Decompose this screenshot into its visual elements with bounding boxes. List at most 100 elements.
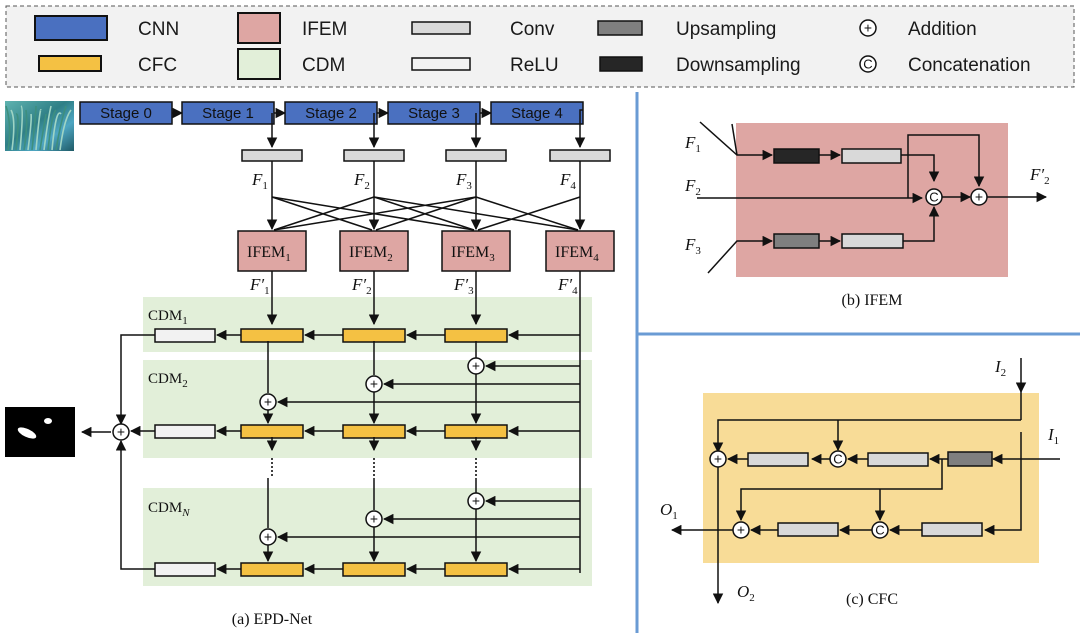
output-mask-image bbox=[5, 407, 75, 457]
legend-item-conv-label: Conv bbox=[510, 19, 555, 40]
cdm-label-1-subscript: 1 bbox=[182, 315, 188, 327]
legend-item-downsampling: Downsampling bbox=[599, 55, 801, 76]
cfc-concat-node-2-symbol: C bbox=[875, 523, 884, 538]
coral-strand bbox=[39, 113, 47, 151]
enhanced-feature-label-1: F′1 bbox=[249, 275, 270, 297]
caption-epd-net: (a) EPD-Net bbox=[232, 611, 313, 628]
cfc-input-i2: I2 bbox=[994, 357, 1006, 379]
coral-strand bbox=[43, 105, 52, 151]
addition-node-2-2-symbol: + bbox=[370, 376, 378, 392]
coral-strand bbox=[10, 109, 15, 151]
feature-label-f4-base: F bbox=[559, 170, 571, 189]
addition-node-2-3-symbol: + bbox=[264, 394, 272, 410]
cross-connection-3-1 bbox=[273, 196, 477, 231]
cfc-output-o1-base: O bbox=[660, 500, 672, 519]
cfc-block-1-1 bbox=[240, 328, 304, 343]
coral-strand bbox=[51, 112, 62, 151]
cfc-block-n-1 bbox=[240, 562, 304, 577]
enhanced-feature-label-2-subscript: 2 bbox=[366, 285, 372, 297]
cross-connection-2-1 bbox=[273, 196, 375, 231]
legend-item-cnn-label: CNN bbox=[138, 19, 179, 40]
legend-item-ifem: IFEM bbox=[237, 12, 347, 44]
legend-item-concatenation-label: Concatenation bbox=[908, 55, 1031, 76]
ifem-swatch bbox=[237, 12, 281, 44]
concatenation-icon-symbol: C bbox=[863, 57, 872, 72]
addition-node-2-1: + bbox=[467, 357, 485, 375]
addition-node-n-2: + bbox=[365, 510, 383, 528]
legend-item-addition-label: Addition bbox=[908, 19, 977, 40]
cfc-swatch bbox=[38, 55, 102, 72]
legend-item-relu-label: ReLU bbox=[510, 55, 559, 76]
relu-block-1 bbox=[154, 328, 216, 343]
ifem-add-node: + bbox=[970, 188, 988, 206]
ifem-add-node-symbol: + bbox=[975, 189, 983, 205]
legend-item-cdm: CDM bbox=[237, 48, 345, 80]
upsampling-block bbox=[773, 233, 820, 249]
cfc-conv-1 bbox=[867, 452, 929, 467]
cfc-block-2-2 bbox=[342, 424, 406, 439]
feature-label-f1-base: F bbox=[251, 170, 263, 189]
addition-node-2-2: + bbox=[365, 375, 383, 393]
enhanced-feature-label-4-subscript: 4 bbox=[572, 285, 578, 297]
legend-item-concatenation: C Concatenation bbox=[859, 55, 1031, 76]
caption-cfc: (c) CFC bbox=[846, 591, 898, 608]
cfc-block-1-2 bbox=[342, 328, 406, 343]
conv-bar-3 bbox=[445, 149, 507, 162]
cfc-concat-node-1: C bbox=[829, 450, 847, 468]
legend-item-downsampling-label: Downsampling bbox=[676, 55, 801, 76]
enhanced-feature-label-1-subscript: 1 bbox=[264, 285, 270, 297]
mask-blob bbox=[44, 418, 52, 424]
ifem-label-4-base: IFEM bbox=[555, 244, 593, 261]
ifem-input-f3-subscript: 3 bbox=[695, 245, 701, 257]
legend-box bbox=[5, 5, 1075, 88]
ifem-block-4 bbox=[545, 230, 615, 272]
feature-label-f1: F1 bbox=[251, 170, 268, 192]
cdm-label-2-subscript: 2 bbox=[182, 378, 188, 390]
coral-strand bbox=[55, 105, 67, 151]
f1-path bbox=[699, 121, 774, 161]
cfc-input-i1: I1 bbox=[1047, 425, 1059, 447]
ifem-input-f2-base: F bbox=[684, 176, 696, 195]
ifem-input-f1-base: F bbox=[684, 133, 696, 152]
legend: CNNCFCIFEMCDMConvReLUUpsamplingDownsampl… bbox=[5, 5, 1075, 88]
enhanced-feature-label-4-base: F′ bbox=[557, 275, 572, 294]
ifem-input-f2-subscript: 2 bbox=[695, 186, 701, 198]
legend-item-upsampling: Upsampling bbox=[597, 19, 776, 40]
cfc-conv-3 bbox=[921, 522, 983, 537]
cfc-add-node-1: + bbox=[709, 450, 727, 468]
legend-item-ifem-label: IFEM bbox=[302, 19, 347, 40]
ifem-label-2-subscript: 2 bbox=[387, 252, 393, 264]
coral-strand bbox=[27, 113, 32, 151]
coral-strand bbox=[31, 105, 37, 151]
i2-to-bottom bbox=[983, 432, 1022, 536]
ifem-input-f2: F2 bbox=[684, 176, 701, 198]
addition-node-n-3: + bbox=[259, 528, 277, 546]
cdm-1-background bbox=[143, 297, 592, 352]
cfc-output-o2-subscript: 2 bbox=[749, 592, 755, 604]
ifem-label-4-subscript: 4 bbox=[593, 252, 599, 264]
addition-node-n-3-symbol: + bbox=[264, 529, 272, 545]
ifem-label-3-subscript: 3 bbox=[489, 252, 495, 264]
relu-block-2 bbox=[154, 424, 216, 439]
cdm-2-background bbox=[143, 360, 592, 458]
cfc-block-1-3 bbox=[444, 328, 508, 343]
addition-node-n-2-symbol: + bbox=[370, 511, 378, 527]
stage-label-0: Stage 0 bbox=[100, 105, 152, 122]
cdm-label-1: CDM1 bbox=[148, 308, 188, 327]
coral-strand bbox=[47, 109, 57, 151]
ifem-label-3-base: IFEM bbox=[451, 244, 489, 261]
addition-node-n-1-symbol: + bbox=[472, 493, 480, 509]
cdm-label-2: CDM2 bbox=[148, 371, 188, 390]
downsampling-block bbox=[773, 148, 820, 164]
final-sum-node-symbol: + bbox=[117, 424, 125, 440]
f3-path bbox=[707, 235, 774, 274]
conv1-to-concat bbox=[901, 154, 940, 183]
ifem-block-3 bbox=[441, 230, 511, 272]
cfc-output-o1: O1 bbox=[660, 500, 678, 522]
feature-label-f1-subscript: 1 bbox=[262, 180, 268, 192]
feature-label-f3-base: F bbox=[455, 170, 467, 189]
cdm-label-n: CDMN bbox=[148, 500, 190, 519]
cfc-block-2-1 bbox=[240, 424, 304, 439]
